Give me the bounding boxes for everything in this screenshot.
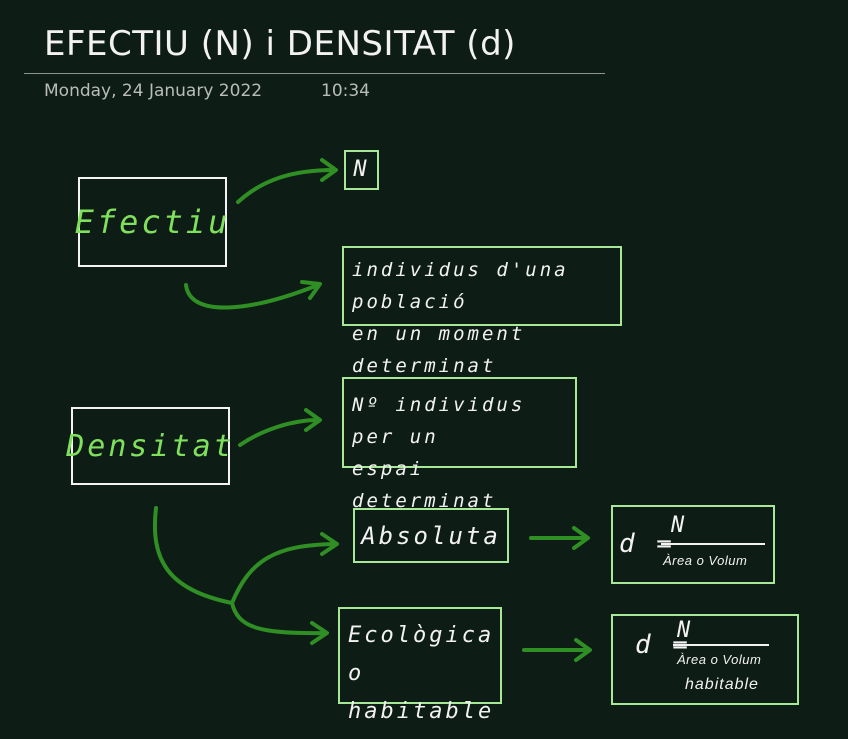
formula-ecologica-denominator: Àrea o Volum <box>677 652 762 667</box>
efectiu-term-box: Efectiu <box>75 177 227 267</box>
densitat-definition-line2: espai determinat <box>352 458 497 512</box>
absoluta-label: Absoluta <box>361 521 501 550</box>
densitat-definition-line1: Nº individus per un <box>352 394 526 448</box>
formula-ecologica-box: d = N Àrea o Volum habitable <box>611 614 799 705</box>
efectiu-definition-line2: en un moment determinat <box>352 323 526 377</box>
formula-absoluta-fraction-bar <box>661 543 765 545</box>
ecologica-box: Ecològica o habitable <box>338 607 502 724</box>
formula-absoluta-denominator: Àrea o Volum <box>663 553 748 568</box>
ecologica-line2: o habitable <box>348 661 495 724</box>
formula-absoluta-numerator: N <box>671 513 688 538</box>
symbol-n-box: N <box>344 150 379 190</box>
ecologica-line1: Ecològica <box>348 623 495 648</box>
efectiu-label: Efectiu <box>74 203 231 241</box>
arrow-efectiu-to-definition <box>184 283 320 310</box>
formula-ecologica-denominator-extra: habitable <box>685 676 759 693</box>
densitat-term-box: Densitat <box>66 407 232 485</box>
arrow-densitat-to-definition <box>238 418 320 447</box>
formula-ecologica-fraction-bar <box>673 644 769 646</box>
formula-ecologica-numerator: N <box>677 618 694 643</box>
efectiu-definition-box: individus d'una població en un moment de… <box>342 246 622 377</box>
densitat-definition-box: Nº individus per un espai determinat <box>342 377 577 512</box>
absoluta-box: Absoluta <box>353 508 509 563</box>
page-time: 10:34 <box>321 81 370 101</box>
title-divider <box>24 73 605 74</box>
formula-absoluta-box: d = N Àrea o Volum <box>611 505 775 584</box>
arrow-densitat-branch <box>153 506 234 605</box>
page-date: Monday, 24 January 2022 <box>44 81 263 101</box>
efectiu-definition-line1: individus d'una població <box>352 259 569 313</box>
densitat-label: Densitat <box>66 428 235 464</box>
symbol-n: N <box>353 157 370 182</box>
page-title: EFECTIU (N) i DENSITAT (d) <box>44 24 516 64</box>
arrow-efectiu-to-n <box>236 168 336 204</box>
